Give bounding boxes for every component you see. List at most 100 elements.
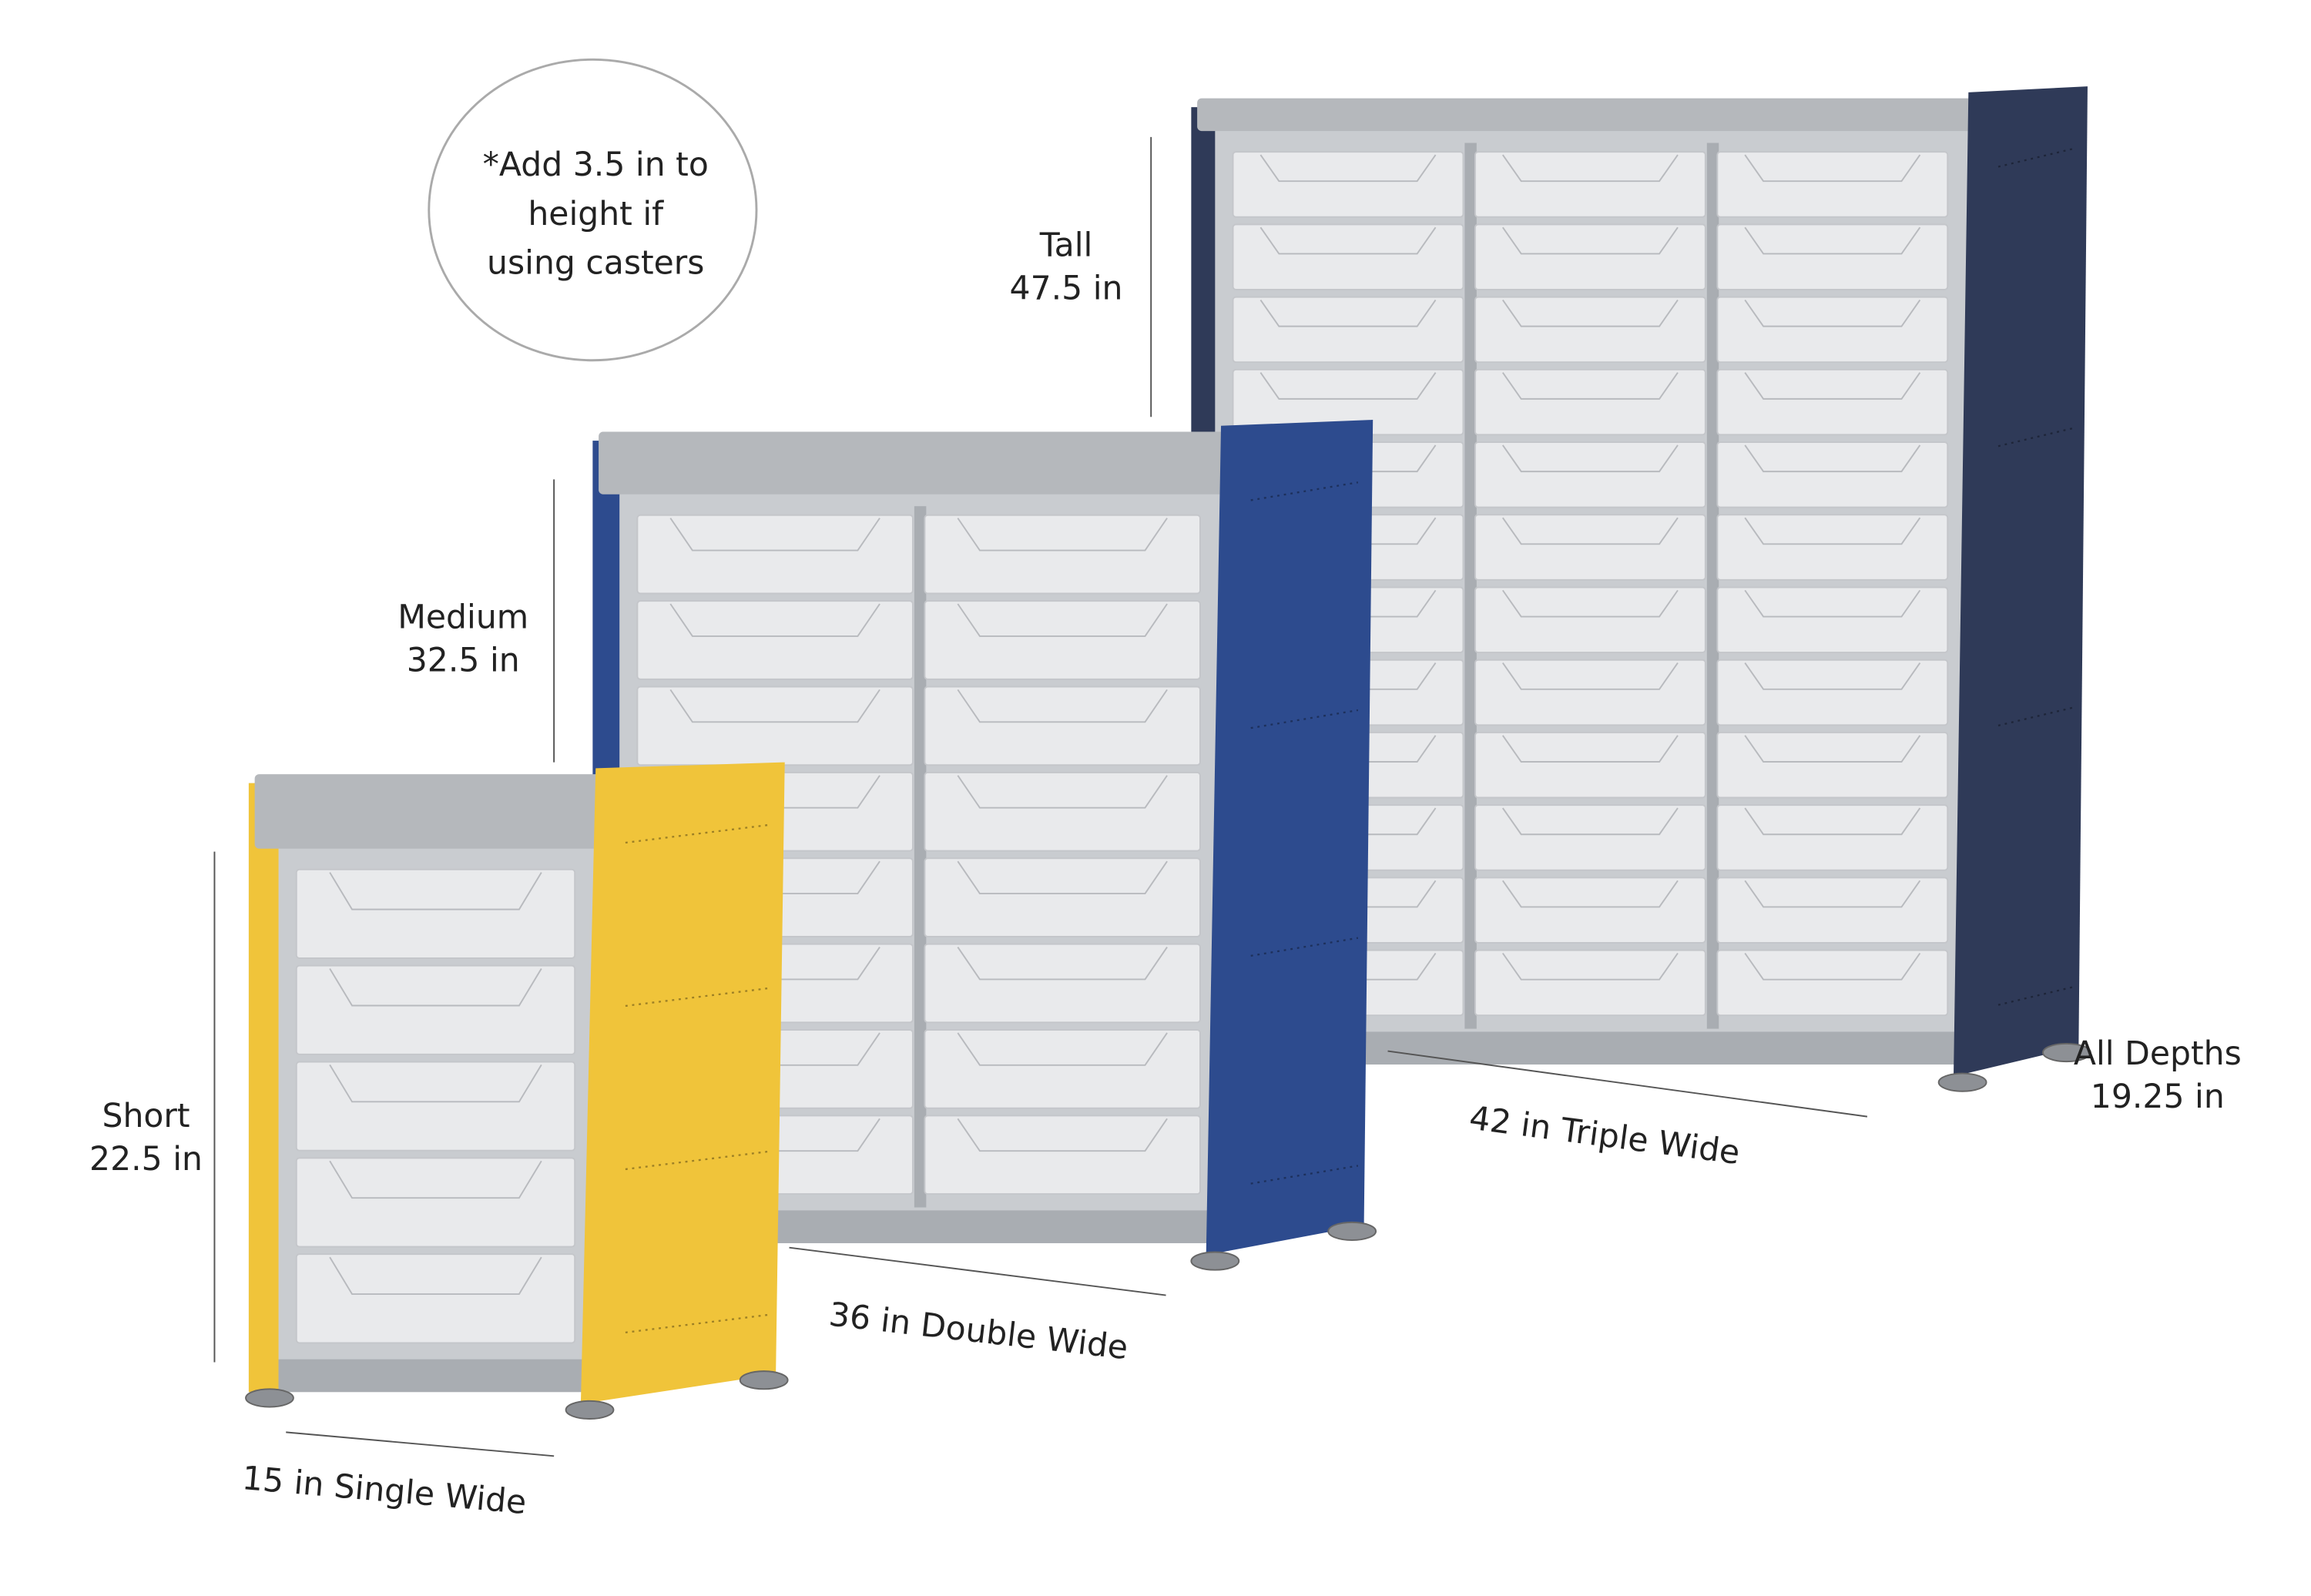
leveling-foot <box>1937 1072 1987 1092</box>
tray-handle <box>1502 226 1679 255</box>
double-width-line <box>789 1246 1166 1296</box>
tray-handle <box>1502 880 1679 908</box>
tray-handle <box>669 518 880 552</box>
bottom-rail <box>278 1359 596 1393</box>
tray-handle <box>669 603 880 637</box>
storage-tray <box>636 600 914 680</box>
tray-handle <box>1502 589 1679 618</box>
single-width-label: 15 in Single Wide <box>240 1460 528 1522</box>
panel-perforation <box>1250 709 1359 729</box>
tray-handle <box>329 968 542 1007</box>
leveling-foot <box>1190 1251 1240 1271</box>
casters-note: *Add 3.5 in to height if using casters <box>428 58 758 362</box>
storage-tray <box>295 1253 576 1344</box>
tray-handle <box>1502 517 1679 545</box>
storage-tray <box>1474 949 1706 1017</box>
tray-handle <box>1502 952 1679 981</box>
tray-handle <box>1502 299 1679 327</box>
short-height: 22.5 in <box>89 1141 203 1179</box>
storage-tray <box>1474 151 1706 218</box>
storage-tray <box>924 857 1201 937</box>
tray-handle <box>1744 154 1921 183</box>
storage-tray <box>295 1157 576 1248</box>
tray-handle <box>1744 517 1921 545</box>
storage-tray <box>636 686 914 766</box>
storage-tray <box>924 1029 1201 1109</box>
tray-handle <box>957 689 1168 723</box>
tray-handle <box>1502 807 1679 836</box>
storage-tray <box>1716 368 1949 436</box>
note-line-3: using casters <box>487 245 704 283</box>
panel-perforation <box>1250 937 1359 957</box>
panel-perforation <box>625 823 770 844</box>
storage-tray <box>924 943 1201 1024</box>
storage-tray <box>1474 368 1706 436</box>
short-label: Short <box>102 1098 190 1135</box>
tall-height: 47.5 in <box>1010 270 1123 308</box>
tray-handle <box>1744 807 1921 836</box>
storage-tray <box>924 771 1201 852</box>
tray-handle <box>1259 372 1437 400</box>
tray-handle <box>329 872 542 910</box>
tray-handle <box>1744 880 1921 908</box>
storage-tray <box>636 514 914 595</box>
top-cap <box>1197 98 1975 132</box>
tray-handle <box>1502 372 1679 400</box>
tray-handle <box>329 1160 542 1199</box>
column-divider <box>1706 142 1719 1029</box>
tray-handle <box>1259 226 1437 255</box>
right-side-panel <box>1954 86 2088 1077</box>
note-line-2: height if <box>528 196 664 233</box>
storage-tray <box>295 1061 576 1152</box>
tray-handle <box>1502 662 1679 690</box>
storage-tray <box>1716 441 1949 508</box>
storage-tray <box>1474 731 1706 799</box>
leveling-foot <box>2042 1042 2091 1063</box>
right-side-panel <box>580 762 785 1404</box>
column-divider <box>1464 142 1477 1029</box>
right-side-panel <box>1206 420 1374 1256</box>
tray-handle <box>957 1118 1168 1152</box>
storage-tray <box>1474 659 1706 726</box>
dimension-lines <box>213 136 1868 1457</box>
tray-handle <box>1502 444 1679 473</box>
tray-handle <box>957 518 1168 552</box>
tray-handle <box>1502 154 1679 183</box>
storage-tray <box>1716 296 1949 364</box>
tray-handle <box>957 1032 1168 1066</box>
storage-tray <box>1474 223 1706 290</box>
tray-handle <box>1744 299 1921 327</box>
triple-width-line <box>1387 1050 1868 1118</box>
note-circle <box>428 58 758 362</box>
tray-handle <box>1502 735 1679 763</box>
tray-handle <box>957 860 1168 895</box>
tray-handle <box>1744 372 1921 400</box>
storage-tray <box>1474 804 1706 871</box>
depth-value: 19.25 in <box>2091 1078 2225 1116</box>
triple-width-label: 42 in Triple Wide <box>1467 1099 1742 1172</box>
tray-handle <box>1744 662 1921 690</box>
tray-handle <box>957 603 1168 637</box>
medium-height: 32.5 in <box>407 642 520 680</box>
storage-tray <box>1716 659 1949 726</box>
storage-tray <box>295 964 576 1055</box>
panel-perforation <box>1250 481 1359 501</box>
tray-handle <box>329 1064 542 1103</box>
tray-handle <box>1744 589 1921 618</box>
tray-handle <box>1744 226 1921 255</box>
storage-tray <box>924 1115 1201 1195</box>
tray-handle <box>1744 444 1921 473</box>
leveling-foot <box>1327 1221 1377 1242</box>
note-line-1: *Add 3.5 in to <box>483 146 709 184</box>
depth-label: All Depths <box>2074 1035 2242 1073</box>
storage-tray <box>924 686 1201 766</box>
column-divider <box>914 506 927 1208</box>
short-cabinet <box>245 762 789 1420</box>
storage-tray <box>295 868 576 959</box>
storage-tray <box>1232 151 1464 218</box>
storage-tray <box>1232 223 1464 290</box>
storage-tray <box>1716 804 1949 871</box>
storage-tray <box>1716 586 1949 654</box>
